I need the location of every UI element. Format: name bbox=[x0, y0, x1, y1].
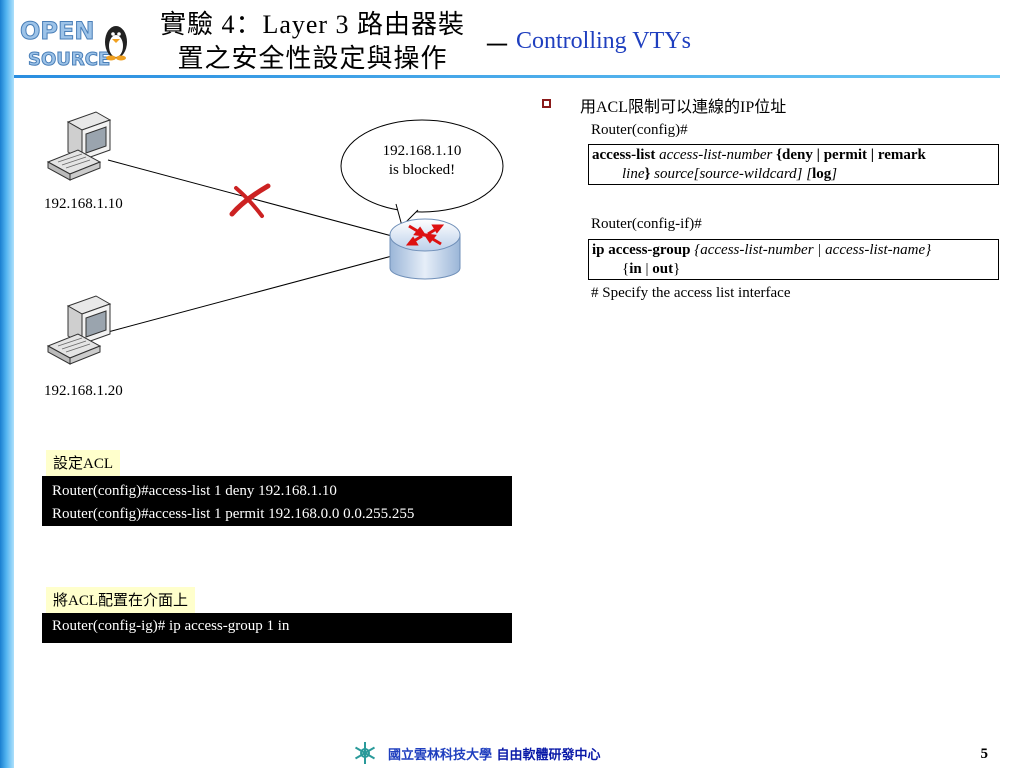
left-accent-bar bbox=[0, 0, 14, 768]
page-number: 5 bbox=[980, 746, 989, 762]
command-line: Router(config)#access-list 1 permit 192.… bbox=[52, 506, 415, 522]
logo-text-top: OPEN bbox=[20, 17, 94, 45]
computer-icon-host1 bbox=[46, 111, 112, 181]
syntax-arg: {access-list-number bbox=[694, 242, 814, 258]
router-icon bbox=[389, 218, 461, 280]
syntax-keyword: remark bbox=[877, 147, 926, 163]
acl-apply-commands: Router(config-ig)# ip access-group 1 in bbox=[42, 613, 512, 643]
syntax-keyword: log bbox=[812, 166, 832, 182]
bullet-square-icon bbox=[542, 99, 551, 108]
blocked-callout-text: 192.168.1.10 is blocked! bbox=[356, 142, 488, 180]
acl-setup-commands: Router(config)#access-list 1 deny 192.16… bbox=[42, 476, 512, 526]
command-line: Router(config-ig)# ip access-group 1 in bbox=[52, 618, 290, 634]
syntax-arg: access-list-number bbox=[659, 147, 773, 163]
command-line: Router(config)#access-list 1 deny 192.16… bbox=[52, 483, 337, 499]
footer-school: 國立雲林科技大學 bbox=[388, 748, 493, 763]
title-line-2: 置之安全性設定與操作 bbox=[177, 44, 448, 73]
footer-institution: 國立雲林科技大學 自由軟體研發中心 bbox=[388, 744, 601, 763]
blocked-x-mark bbox=[229, 183, 271, 218]
page-title-chinese: 實驗 4：Layer 3 路由器裝 置之安全性設定與操作 bbox=[150, 8, 475, 76]
callout-line-2: is blocked! bbox=[388, 162, 456, 178]
syntax-separator: | bbox=[812, 147, 824, 163]
host2-ip-label: 192.168.1.20 bbox=[44, 383, 123, 399]
syntax-brace: { bbox=[622, 261, 630, 277]
syntax-brace: { bbox=[776, 147, 783, 163]
logo-text-bottom: SOURCE bbox=[28, 49, 110, 70]
footer-center: 自由軟體研發中心 bbox=[496, 748, 601, 763]
syntax-keyword: deny bbox=[782, 147, 813, 163]
syntax-arg: access-list-name} bbox=[825, 242, 932, 258]
bullet-heading: 用ACL限制可以連線的IP位址 bbox=[580, 99, 787, 116]
title-underline bbox=[14, 75, 1000, 78]
syntax-brace: } bbox=[673, 261, 681, 277]
prompt-config: Router(config)# bbox=[591, 122, 688, 138]
syntax-bracket: [ bbox=[806, 166, 813, 182]
title-dash: － bbox=[483, 31, 512, 62]
access-group-syntax-box: ip access-group {access-list-number | ac… bbox=[588, 239, 999, 280]
acl-setup-label: 設定ACL bbox=[46, 450, 121, 478]
syntax-brace: } bbox=[644, 166, 651, 182]
acl-apply-label: 將ACL配置在介面上 bbox=[46, 587, 196, 615]
computer-icon-host2 bbox=[46, 295, 112, 365]
interface-note: # Specify the access list interface bbox=[591, 285, 791, 301]
link-host2-router bbox=[107, 255, 393, 333]
open-source-logo: OPEN SOURCE bbox=[20, 17, 127, 71]
page-title-english: Controlling VTYs bbox=[516, 28, 691, 54]
snowflake-icon bbox=[354, 742, 376, 764]
blocked-callout-bubble bbox=[340, 119, 504, 227]
syntax-arg: line bbox=[622, 166, 645, 182]
syntax-arg: source[source-wildcard] bbox=[654, 166, 803, 182]
syntax-keyword: access-list bbox=[592, 147, 656, 163]
syntax-separator: | bbox=[867, 147, 878, 163]
syntax-bracket: ] bbox=[831, 166, 838, 182]
syntax-keyword: ip access-group bbox=[592, 242, 691, 258]
penguin-icon bbox=[105, 26, 127, 61]
syntax-keyword: permit bbox=[823, 147, 868, 163]
title-line-1: 實驗 4：Layer 3 路由器裝 bbox=[159, 10, 466, 39]
syntax-separator: | bbox=[641, 261, 653, 277]
prompt-config-if: Router(config-if)# bbox=[591, 216, 702, 232]
callout-line-1: 192.168.1.10 bbox=[382, 143, 462, 159]
host1-ip-label: 192.168.1.10 bbox=[44, 196, 123, 212]
syntax-keyword: in bbox=[629, 261, 642, 277]
syntax-separator: | bbox=[813, 242, 826, 258]
access-list-syntax-box: access-list access-list-number {deny | p… bbox=[588, 144, 999, 185]
syntax-keyword: out bbox=[652, 261, 674, 277]
